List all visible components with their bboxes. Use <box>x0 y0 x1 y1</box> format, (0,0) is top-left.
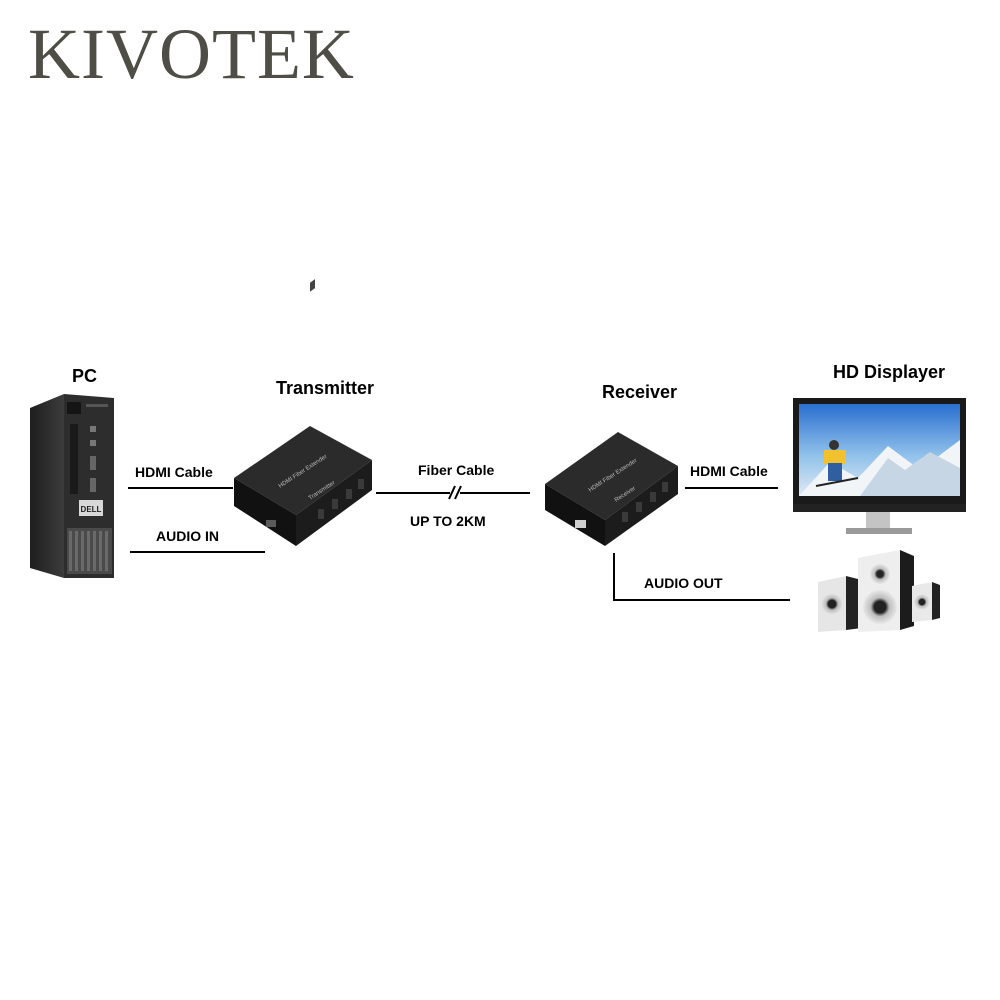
hdmi-cable-label-right: HDMI Cable <box>690 463 768 479</box>
receiver-device-icon <box>545 432 678 546</box>
audio-out-label: AUDIO OUT <box>644 575 723 591</box>
audio-out-line <box>613 553 790 601</box>
pc-label: PC <box>72 366 98 386</box>
transmitter-device-icon <box>234 279 372 546</box>
hdmi-cable-label-left: HDMI Cable <box>135 464 213 480</box>
pc-brand-badge: DELL <box>81 505 102 514</box>
transmitter-label: Transmitter <box>276 378 375 398</box>
fiber-cable-label: Fiber Cable <box>418 462 495 478</box>
speakers-icon <box>818 550 940 632</box>
kivotek-logo: KIVOTEK <box>28 14 355 94</box>
distance-label: UP TO 2KM <box>410 513 486 529</box>
fiber-line <box>376 485 530 500</box>
audio-in-label: AUDIO IN <box>156 528 219 544</box>
pc-tower-icon <box>30 394 114 578</box>
receiver-label: Receiver <box>602 382 678 402</box>
display-label: HD Displayer <box>833 362 946 382</box>
monitor-icon <box>793 398 966 534</box>
